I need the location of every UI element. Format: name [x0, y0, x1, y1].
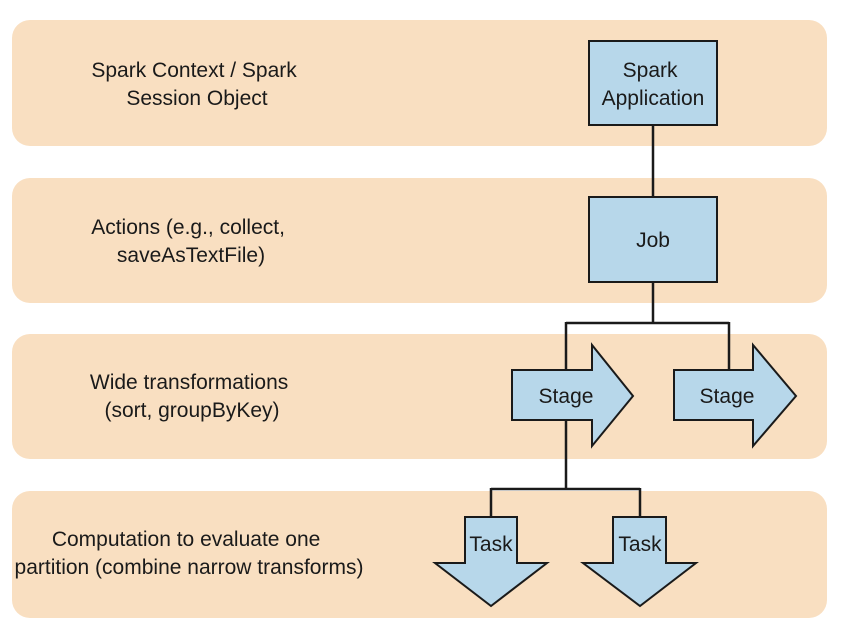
application-label-line-2: Application — [602, 87, 705, 110]
nodes: Spark Application Job Stage Stage Task T… — [432, 40, 798, 608]
node-task-1: Task — [432, 516, 550, 608]
row-label-stage-line-2: (sort, groupByKey) — [104, 399, 279, 422]
row-labels: Spark Context / Spark Session Object Act… — [15, 59, 364, 579]
node-stage-1: Stage — [511, 342, 635, 449]
application-label: Spark Application — [602, 59, 705, 110]
task-2-arrow — [580, 516, 699, 608]
row-label-task-line-1: Computation to evaluate one — [52, 528, 321, 551]
row-band-stage — [12, 334, 827, 459]
row-label-task-line-2: partition (combine narrow transforms) — [15, 556, 364, 579]
row-label-job: Actions (e.g., collect, saveAsTextFile) — [91, 216, 291, 267]
stage-1-label: Stage — [539, 385, 594, 408]
application-box — [588, 40, 718, 126]
job-label: Job — [636, 229, 670, 252]
row-label-stage: Wide transformations (sort, groupByKey) — [90, 371, 294, 422]
row-label-stage-line-1: Wide transformations — [90, 371, 288, 394]
task-1-arrow — [432, 516, 550, 608]
row-band-task — [12, 491, 827, 618]
stage-1-arrow — [511, 342, 635, 449]
job-box — [588, 196, 718, 283]
row-label-application: Spark Context / Spark Session Object — [91, 59, 302, 110]
stage-2-arrow — [673, 342, 798, 449]
task-2-label: Task — [618, 533, 662, 556]
row-label-application-line-2: Session Object — [126, 87, 267, 110]
connectors — [489, 125, 731, 517]
row-label-task: Computation to evaluate one partition (c… — [15, 528, 364, 579]
stage-2-label: Stage — [700, 385, 755, 408]
application-label-line-1: Spark — [623, 59, 678, 82]
row-label-job-line-2: saveAsTextFile) — [117, 244, 265, 267]
row-label-application-line-1: Spark Context / Spark — [91, 59, 297, 82]
node-task-2: Task — [580, 516, 699, 608]
node-stage-2: Stage — [673, 342, 798, 449]
node-job: Job — [588, 196, 718, 283]
task-1-label: Task — [469, 533, 513, 556]
row-label-job-line-1: Actions (e.g., collect, — [91, 216, 285, 239]
node-application: Spark Application — [588, 40, 718, 126]
